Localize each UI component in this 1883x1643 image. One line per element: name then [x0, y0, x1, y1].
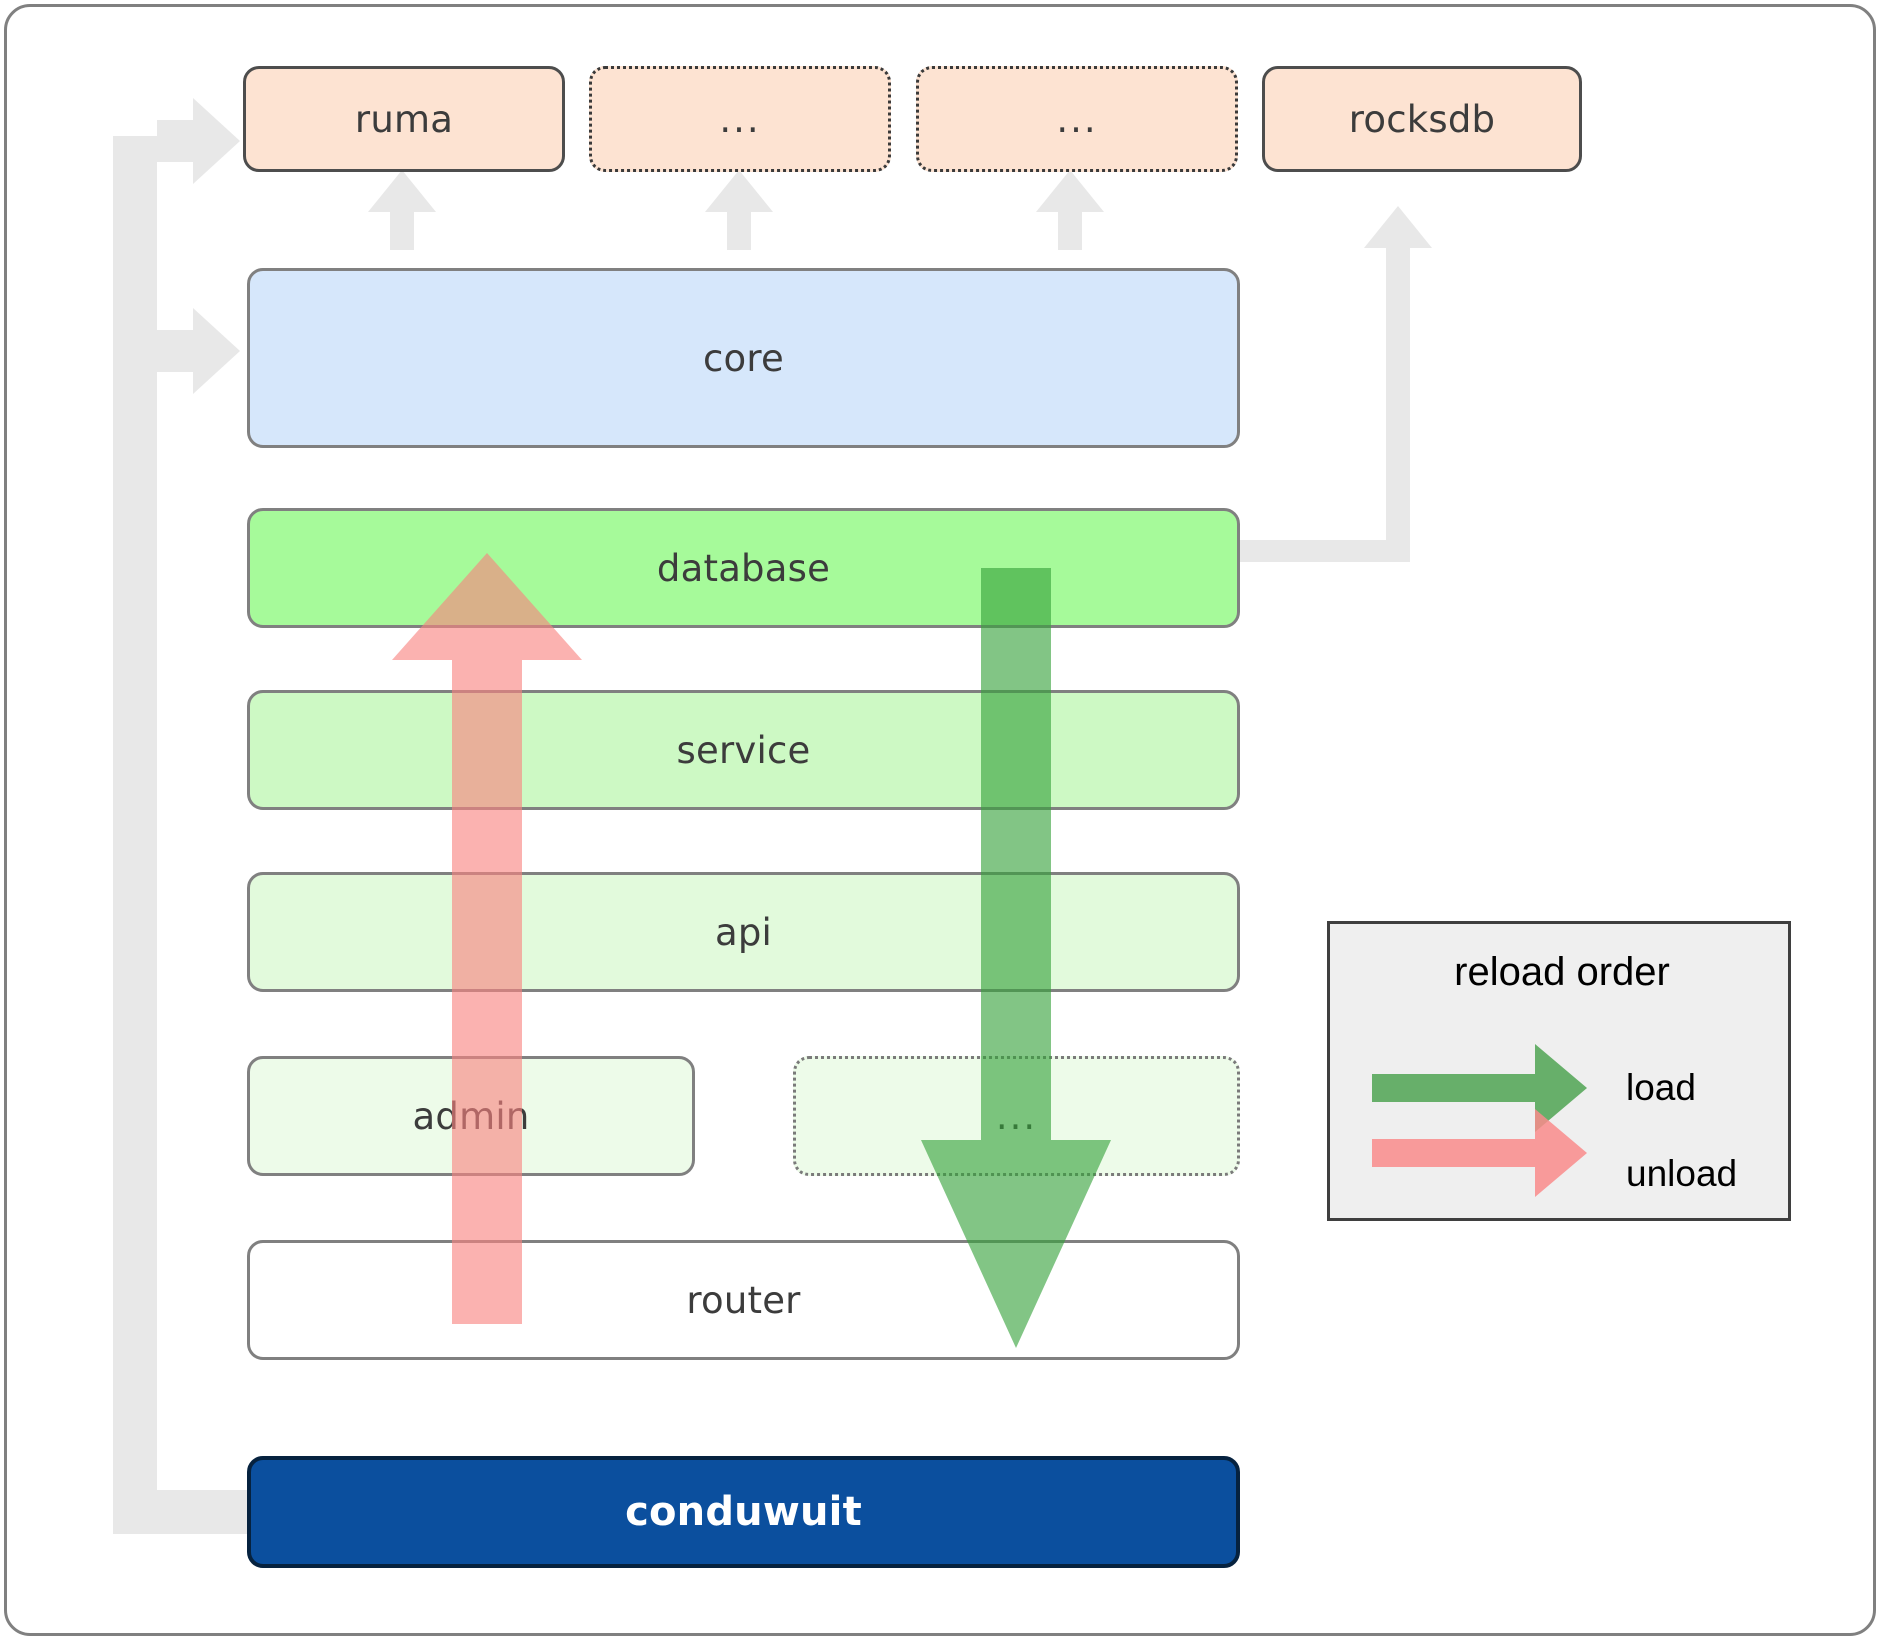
legend-box: reload order load unload	[1327, 921, 1791, 1221]
core-box[interactable]: core	[247, 268, 1240, 448]
load-arrow-icon	[1372, 1044, 1587, 1132]
layer-label-more: ...	[995, 1094, 1038, 1138]
dependency-box-rocksdb[interactable]: rocksdb	[1262, 66, 1582, 172]
layer-label-service: service	[676, 728, 811, 772]
layer-box-api[interactable]: api	[247, 872, 1240, 992]
core-label: core	[703, 336, 784, 380]
dependency-label-ruma: ruma	[354, 97, 454, 141]
layer-label-database: database	[656, 546, 831, 590]
app-label-conduwuit: conduwuit	[625, 1489, 862, 1535]
layer-label-admin: admin	[412, 1094, 530, 1138]
dependency-box-more-1[interactable]: ...	[589, 66, 891, 172]
legend-arrow-icons	[1372, 1044, 1587, 1197]
dependency-box-ruma[interactable]: ruma	[243, 66, 565, 172]
diagram-frame	[4, 4, 1876, 1636]
app-box-conduwuit[interactable]: conduwuit	[247, 1456, 1240, 1568]
dependency-label-more-1: ...	[719, 97, 761, 141]
layer-label-router: router	[686, 1278, 801, 1322]
layer-box-more[interactable]: ...	[793, 1056, 1240, 1176]
layer-box-router[interactable]: router	[247, 1240, 1240, 1360]
layer-box-service[interactable]: service	[247, 690, 1240, 810]
layer-label-api: api	[714, 910, 773, 954]
layer-box-database[interactable]: database	[247, 508, 1240, 628]
unload-arrow-icon	[1372, 1109, 1587, 1197]
legend-label-unload: unload	[1626, 1153, 1738, 1194]
legend-title: reload order	[1454, 950, 1670, 994]
dependency-label-more-2: ...	[1056, 97, 1098, 141]
layer-box-admin[interactable]: admin	[247, 1056, 695, 1176]
dependency-label-rocksdb: rocksdb	[1348, 97, 1496, 141]
dependency-box-more-2[interactable]: ...	[916, 66, 1238, 172]
legend-label-load: load	[1626, 1067, 1696, 1108]
